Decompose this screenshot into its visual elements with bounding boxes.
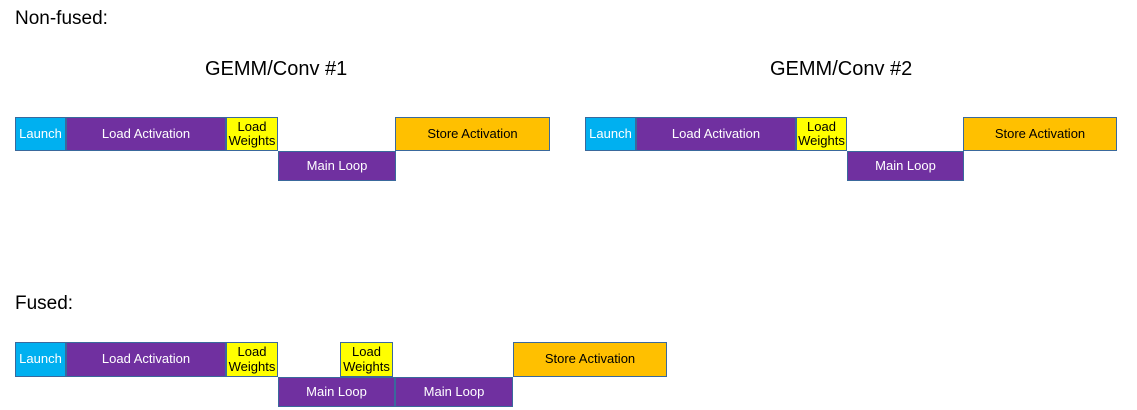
group-title-gemm-conv-2: GEMM/Conv #2 (770, 58, 913, 80)
timeline-block-fused-launch: Launch (15, 342, 66, 377)
timeline-block-fused-main-loop: Main Loop (395, 377, 513, 407)
timeline-block-fused-load-weights: Load Weights (226, 342, 278, 377)
timeline-block-non-fused-1-load-weights: Load Weights (226, 117, 278, 151)
timeline-block-fused-load-activation: Load Activation (66, 342, 226, 377)
timeline-block-fused-load-weights: Load Weights (340, 342, 393, 377)
section-label-non-fused: Non-fused: (15, 8, 108, 29)
timeline-block-fused-store-activation: Store Activation (513, 342, 667, 377)
timeline-block-non-fused-1-store-activation: Store Activation (395, 117, 550, 151)
timeline-block-non-fused-2-launch: Launch (585, 117, 636, 151)
timeline-block-non-fused-2-main-loop: Main Loop (847, 151, 964, 181)
timeline-block-non-fused-1-main-loop: Main Loop (278, 151, 396, 181)
timeline-block-non-fused-2-load-activation: Load Activation (636, 117, 796, 151)
section-label-fused: Fused: (15, 293, 74, 314)
timeline-block-non-fused-1-launch: Launch (15, 117, 66, 151)
timeline-block-non-fused-2-load-weights: Load Weights (796, 117, 847, 151)
timeline-block-non-fused-2-store-activation: Store Activation (963, 117, 1117, 151)
group-title-gemm-conv-1: GEMM/Conv #1 (205, 58, 348, 80)
timeline-block-non-fused-1-load-activation: Load Activation (66, 117, 226, 151)
timeline-block-fused-main-loop: Main Loop (278, 377, 395, 407)
